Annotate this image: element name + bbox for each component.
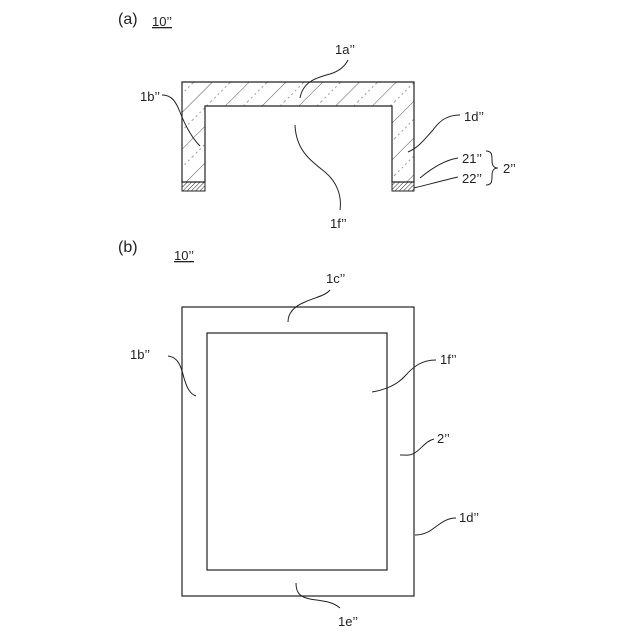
layer-22-right (392, 182, 414, 191)
layer-22-left (182, 182, 205, 191)
outer-frame (182, 307, 414, 596)
label-22: 22’’ (462, 171, 482, 186)
label-1d-b: 1d’’ (459, 510, 479, 525)
group-brace (486, 151, 498, 185)
label-1e: 1e’’ (338, 614, 358, 629)
panel-b-ref-label: 10’’ (174, 248, 194, 263)
label-1f: 1f’’ (330, 216, 347, 231)
leader-1f-b (372, 360, 436, 392)
panel-b: (b) 10’’ 1c’’ 1b’’ 1f’’ 2’’ 1d’’ 1e’’ (118, 239, 479, 629)
leader-1d (408, 115, 460, 152)
leader-22 (414, 177, 458, 188)
panel-a-label: (a) (118, 11, 138, 28)
cross-section (182, 82, 414, 191)
panel-a-ref-label: 10’’ (152, 14, 172, 29)
leader-1f (295, 125, 340, 210)
cross-section-hatching (182, 82, 414, 182)
label-2: 2’’ (503, 161, 516, 176)
panel-a: (a) 10’’ 1a’’ 1b’’ 1d’’ (118, 11, 516, 231)
inner-region (207, 333, 387, 570)
label-1a: 1a’’ (335, 42, 355, 57)
panel-b-leaders (168, 290, 456, 608)
label-1c: 1c’’ (326, 271, 345, 286)
leader-1d-b (415, 518, 456, 535)
label-1d: 1d’’ (464, 109, 484, 124)
label-1b-b: 1b’’ (130, 347, 150, 362)
panel-b-label: (b) (118, 239, 138, 256)
label-1b: 1b’’ (140, 89, 160, 104)
label-21: 21’’ (462, 151, 482, 166)
leader-1c (288, 290, 330, 322)
leader-21 (420, 158, 458, 178)
label-1f-b: 1f’’ (440, 352, 457, 367)
label-2-b: 2’’ (437, 431, 450, 446)
leader-2-b (400, 439, 434, 455)
